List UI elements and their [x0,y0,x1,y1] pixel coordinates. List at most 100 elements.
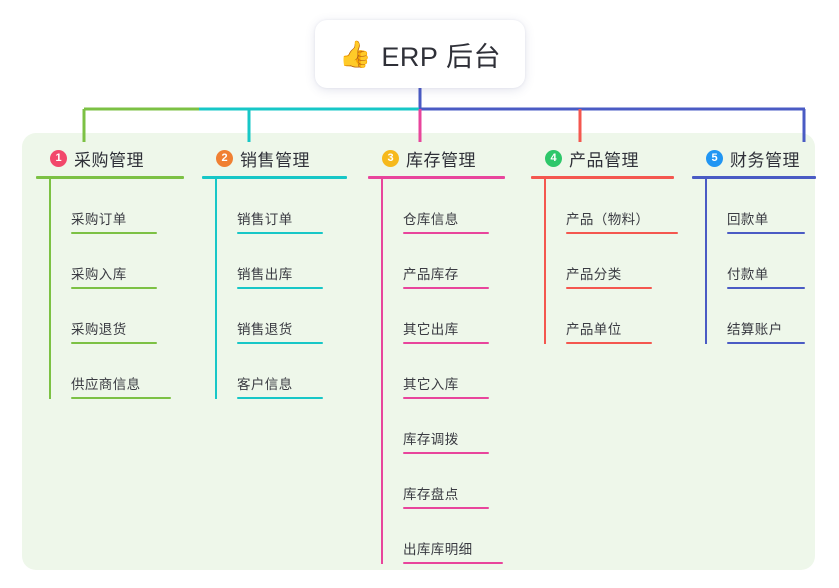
leaf-label: 采购入库 [71,267,127,282]
leaf-label: 采购退货 [71,322,127,337]
leaf-node[interactable]: 仓库信息 [382,179,505,234]
leaf-label: 其它入库 [403,377,459,392]
leaf-label: 供应商信息 [71,377,141,392]
leaf-underline [727,287,805,289]
leaf-underline [403,507,489,509]
branch-title: 库存管理 [406,150,476,170]
branch-header[interactable]: 3 库存管理 [368,146,505,170]
thumbs-up-icon: 👍 [339,39,372,69]
leaf-label: 出库库明细 [403,542,473,557]
root-node-title: ERP 后台 [381,41,501,72]
root-node-card[interactable]: 👍 ERP 后台 [315,20,525,88]
leaf-node[interactable]: 采购退货 [50,289,184,344]
leaf-underline [71,397,171,399]
leaf-underline [403,397,489,399]
branch-index-badge: 3 [382,149,399,167]
branch-underline [368,176,505,179]
leaf-label: 产品库存 [403,267,459,282]
branch-header[interactable]: 5 财务管理 [692,146,816,170]
leaf-label: 仓库信息 [403,212,459,227]
branch-spine [49,179,51,399]
leaf-underline [727,342,805,344]
branch-column: 4 产品管理产品（物料） 产品分类产品单位 [531,146,678,344]
leaf-node[interactable]: 采购入库 [50,234,184,289]
leaf-node[interactable]: 付款单 [706,234,816,289]
branches-background-panel [22,133,815,570]
leaf-underline [566,232,678,234]
leaf-node[interactable]: 销售出库 [216,234,347,289]
branch-header[interactable]: 1 采购管理 [36,146,184,170]
leaf-label: 采购订单 [71,212,127,227]
leaf-label: 付款单 [727,267,769,282]
branch-spine [705,179,707,344]
branch-title: 采购管理 [74,150,144,170]
branch-spine [381,179,383,564]
leaf-label: 其它出库 [403,322,459,337]
branch-header[interactable]: 4 产品管理 [531,146,674,170]
leaf-node[interactable]: 库存调拨 [382,399,505,454]
branch-column: 2 销售管理销售订单销售出库销售退货客户信息 [202,146,347,399]
branch-underline [531,176,674,179]
leaf-node[interactable]: 库存盘点 [382,454,505,509]
leaf-underline [237,342,323,344]
leaf-node[interactable]: 回款单 [706,179,816,234]
leaf-node[interactable]: 供应商信息 [50,344,184,399]
branch-index-badge: 5 [706,149,723,167]
branch-index-badge: 2 [216,149,233,167]
branch-header[interactable]: 2 销售管理 [202,146,347,170]
leaf-node[interactable]: 结算账户 [706,289,816,344]
branch-underline [692,176,816,179]
branch-index-badge: 4 [545,149,562,167]
branch-leaves: 销售订单销售出库销售退货客户信息 [202,179,347,399]
leaf-label: 产品单位 [566,322,622,337]
leaf-node[interactable]: 产品库存 [382,234,505,289]
branch-title: 销售管理 [240,150,310,170]
branch-column: 3 库存管理仓库信息产品库存其它出库其它入库库存调拨库存盘点出库库明细 [368,146,505,564]
leaf-underline [403,452,489,454]
leaf-label: 回款单 [727,212,769,227]
leaf-label: 产品分类 [566,267,622,282]
leaf-label: 客户信息 [237,377,293,392]
branch-leaves: 回款单付款单结算账户 [692,179,816,344]
leaf-label: 库存盘点 [403,487,459,502]
branch-title: 财务管理 [730,150,800,170]
leaf-underline [566,287,652,289]
leaf-node[interactable]: 出库库明细 [382,509,505,564]
branch-column: 5 财务管理回款单付款单结算账户 [692,146,816,344]
leaf-underline [237,232,323,234]
branch-spine [544,179,546,344]
leaf-label: 结算账户 [727,322,783,337]
leaf-underline [237,287,323,289]
leaf-node[interactable]: 产品单位 [545,289,674,344]
leaf-underline [71,232,157,234]
branch-leaves: 采购订单采购入库采购退货供应商信息 [36,179,184,399]
leaf-underline [403,287,489,289]
leaf-label: 库存调拨 [403,432,459,447]
leaf-underline [71,342,157,344]
leaf-node[interactable]: 产品分类 [545,234,674,289]
leaf-node[interactable]: 客户信息 [216,344,347,399]
leaf-node[interactable]: 其它出库 [382,289,505,344]
leaf-label: 产品（物料） [566,212,650,227]
branch-leaves: 产品（物料） 产品分类产品单位 [531,179,678,344]
branch-index-badge: 1 [50,149,67,167]
leaf-node[interactable]: 产品（物料） [545,179,678,234]
leaf-label: 销售订单 [237,212,293,227]
leaf-node[interactable]: 销售退货 [216,289,347,344]
branch-underline [36,176,184,179]
leaf-underline [71,287,157,289]
leaf-node[interactable]: 销售订单 [216,179,347,234]
leaf-underline [403,232,489,234]
leaf-underline [403,562,503,564]
leaf-underline [566,342,652,344]
leaf-label: 销售退货 [237,322,293,337]
branch-leaves: 仓库信息产品库存其它出库其它入库库存调拨库存盘点出库库明细 [368,179,505,564]
leaf-underline [403,342,489,344]
branch-underline [202,176,347,179]
leaf-underline [727,232,805,234]
leaf-node[interactable]: 采购订单 [50,179,184,234]
branch-title: 产品管理 [569,150,639,170]
branch-spine [215,179,217,399]
leaf-node[interactable]: 其它入库 [382,344,505,399]
